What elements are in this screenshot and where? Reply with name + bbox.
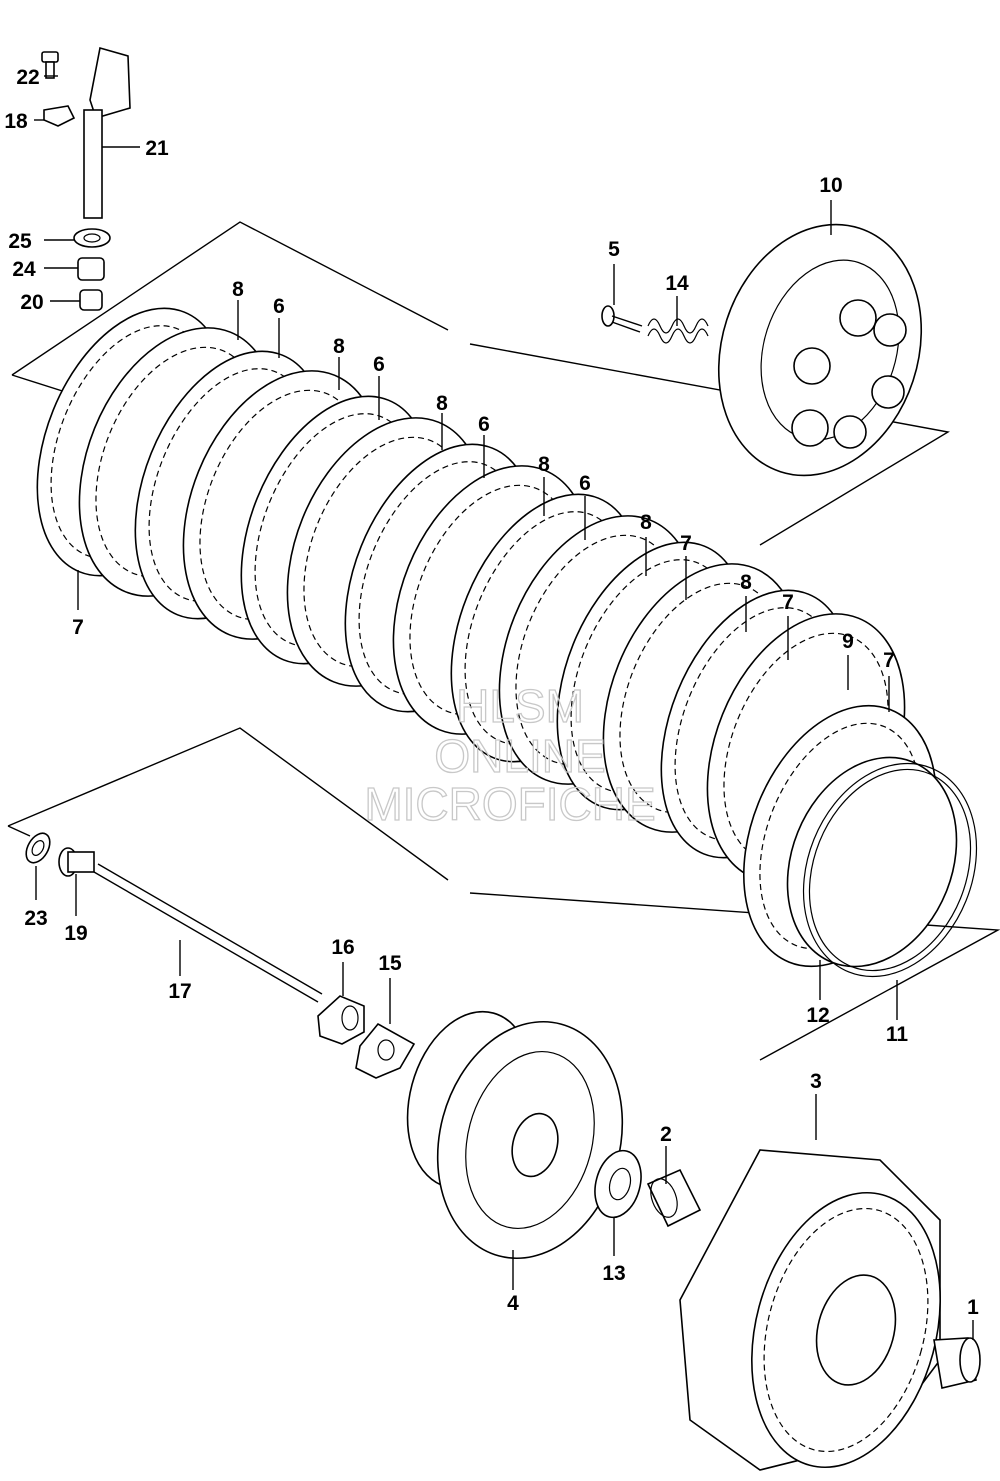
callout-12: 12 [806,1004,829,1027]
callout-23: 23 [24,907,47,930]
callout-18: 18 [4,110,28,133]
callout-16: 16 [331,936,354,959]
release-piece-part-19 [58,847,95,877]
wire-ring-part-11 [802,762,978,978]
callout-labels: 22 18 21 25 24 20 10 5 14 8 6 8 6 8 6 8 … [4,66,979,1319]
plate-part-18 [43,105,76,127]
callout-4: 4 [507,1292,519,1315]
callout-7-d: 7 [72,616,84,639]
callout-8-d: 8 [538,453,550,476]
callout-8-c: 8 [436,392,448,415]
callout-8-e: 8 [640,511,652,534]
spring-part-14 [647,318,709,344]
push-rod-part-17 [93,863,323,1003]
lower-frame [7,727,1000,1061]
callout-8-a: 8 [232,278,244,301]
callout-2: 2 [660,1123,672,1146]
bushing-part-20 [79,289,103,311]
callout-20: 20 [20,291,43,314]
callout-7-c: 7 [883,649,895,672]
callout-3: 3 [810,1070,822,1093]
bolt-part-5 [601,305,643,333]
callout-25: 25 [8,230,32,253]
primary-driven-gear-part-3 [679,1149,941,1471]
sleeve-hub-part-4 [406,1010,624,1260]
callout-24: 24 [12,258,36,281]
watermark-line-3: MICROFICHE [364,778,655,830]
lock-washer-part-15 [355,1022,416,1079]
callout-5: 5 [608,238,620,261]
release-shaft-part-21 [83,46,131,219]
callout-9: 9 [842,630,854,653]
callout-1: 1 [967,1296,979,1319]
callout-6-b: 6 [373,353,385,376]
callout-17: 17 [168,980,191,1003]
pressure-plate-part-10 [717,223,923,477]
thrust-washer-part-13 [594,1149,642,1219]
watermark-line-1: HLSM [456,680,584,732]
callout-19: 19 [64,922,87,945]
nut-part-16 [317,995,365,1045]
leader-lines [34,75,974,1340]
callout-13: 13 [602,1262,625,1285]
watermark-line-2: ONLINE [434,730,605,782]
callout-14: 14 [665,272,689,295]
callout-6-a: 6 [273,295,285,318]
callout-22: 22 [16,66,39,89]
needle-bearing-part-2 [646,1168,702,1228]
oil-seal-part-25 [73,228,111,248]
bolt-part-22 [41,51,59,79]
callout-15: 15 [378,952,402,975]
callout-8-f: 8 [740,571,752,594]
callout-8-b: 8 [333,335,345,358]
spacer-part-1 [933,1337,981,1389]
watermark: HLSM ONLINE MICROFICHE [364,679,657,830]
callout-6-d: 6 [579,472,591,495]
callout-7-b: 7 [782,591,794,614]
callout-6-c: 6 [478,413,490,436]
callout-11: 11 [886,1023,909,1046]
callout-7-a: 7 [680,532,692,555]
callout-21: 21 [145,137,169,160]
thrust-bearing-part-23 [25,832,51,864]
callout-10: 10 [819,174,842,197]
bearing-part-24 [77,257,105,281]
